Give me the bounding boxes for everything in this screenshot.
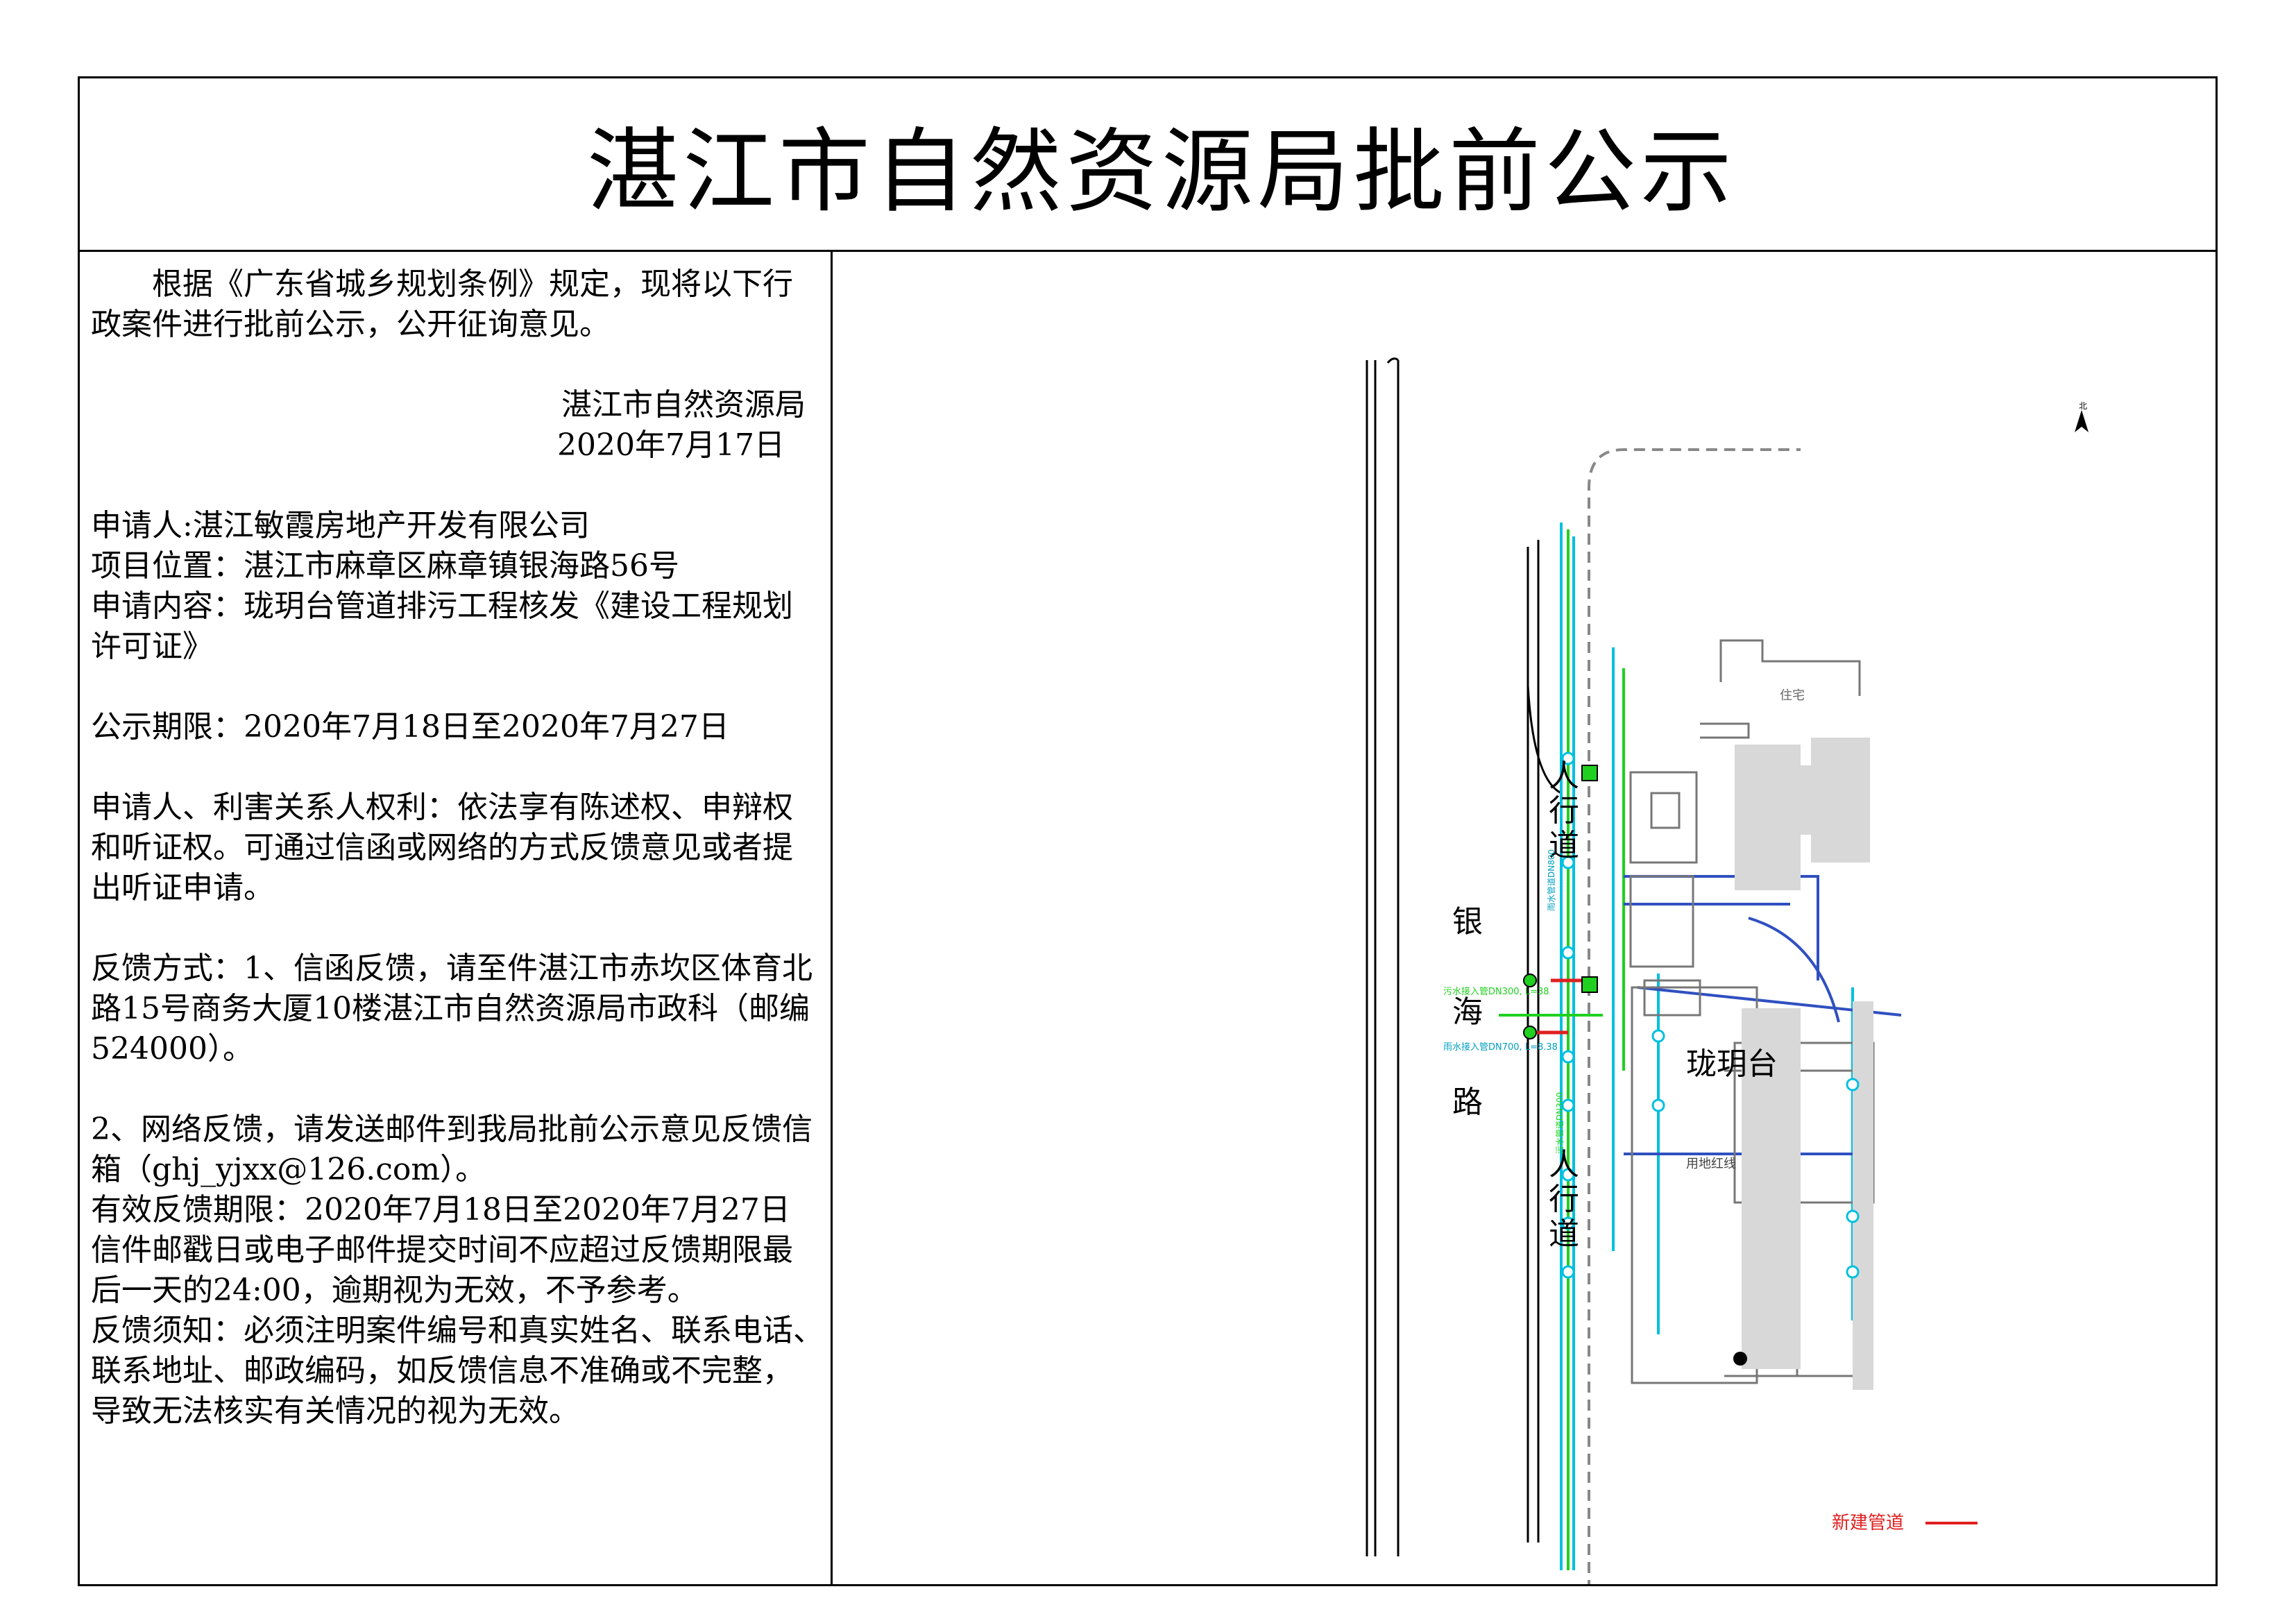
sidewalk-upper-char-3: 道 (1549, 828, 1579, 863)
sidewalk-upper-char-2: 行 (1549, 793, 1579, 829)
notice-frame: 湛江市自然资源局批前公示 根据《广东省城乡规划条例》规定，现将以下行 政案件进行… (78, 76, 2218, 1586)
stipple-areas (1735, 738, 1873, 1390)
pipe-label-2: 雨水接入管DN700, L=8.38 (1443, 1042, 1558, 1053)
valid-feedback-period: 有效反馈期限：2020年7月18日至2020年7月27日 (91, 1192, 790, 1227)
north-label: 北 (2079, 401, 2087, 411)
page-title: 湛江市自然资源局批前公示 (587, 119, 1736, 226)
sidewalk-upper-char-1: 人 (1549, 758, 1579, 794)
rights-line-1: 申请人、利害关系人权利：依法享有陈述权、申辩权 (91, 790, 793, 825)
manholes (1561, 751, 1860, 1279)
pipe-label-1: 污水接入管DN300, L=38 (1443, 986, 1549, 997)
road-name-char-2: 海 (1452, 994, 1483, 1030)
deadline-line-2: 后一天的24:00，逾期视为无效，不予参考。 (91, 1273, 698, 1308)
notes-line-3: 导致无法核实有关情况的视为无效。 (91, 1393, 579, 1429)
rights-line-2: 和听证权。可通过信函或网络的方式反馈意见或者提 (91, 830, 793, 865)
rights-line-3: 出听证申请。 (91, 870, 274, 906)
issue-date: 2020年7月17日 (557, 427, 785, 463)
pipe-label-vertical-2: 污水管道DN300 (1554, 1092, 1565, 1154)
legend: 新建管道 (1832, 1513, 1978, 1533)
outfall-marker (1733, 1352, 1747, 1366)
notes-line-1: 反馈须知：必须注明案件编号和真实姓名、联系电话、 (91, 1313, 824, 1348)
feedback-line-1: 反馈方式：1、信函反馈，请至件湛江市赤坎区体育北 (91, 951, 813, 986)
site-plan-drawing: 银 海 路 人 行 道 人 行 道 珑玥台 住宅 用地红线 污水接入管DN300… (1366, 357, 2089, 1584)
applicant: 申请人:湛江敏霞房地产开发有限公司 (91, 508, 590, 543)
application-content-1: 申请内容：珑玥台管道排污工程核发《建设工程规划 (91, 588, 793, 624)
project-name-label: 珑玥台 (1686, 1046, 1778, 1082)
residence-label: 住宅 (1780, 688, 1805, 703)
project-location: 项目位置：湛江市麻章区麻章镇银海路56号 (91, 548, 679, 584)
title-row: 湛江市自然资源局批前公示 (80, 78, 2216, 252)
dashed-boundary (1588, 448, 1801, 1584)
sewage-pipe-lines (1499, 529, 1625, 1570)
boundary-label: 用地红线 (1686, 1157, 1736, 1171)
feedback-line-2: 路15号商务大厦10楼湛江市自然资源局市政科（邮编 (91, 991, 810, 1026)
notes-line-2: 联系地址、邮政编码，如反馈信息不准确或不完整， (91, 1353, 793, 1388)
road-lines (1366, 357, 1562, 1556)
notice-text: 根据《广东省城乡规划条例》规定，现将以下行 政案件进行批前公示，公开征询意见。 … (91, 264, 826, 1431)
pipe-label-vertical-1: 雨水管道DN800 (1546, 849, 1556, 911)
road-name-char-1: 银 (1452, 904, 1483, 940)
feedback-line-3: 524000）。 (91, 1031, 253, 1067)
site-plan-map: 银 海 路 人 行 道 人 行 道 珑玥台 住宅 用地红线 污水接入管DN300… (833, 252, 2216, 1584)
online-feedback-2: 箱（ghj_yjxx@126.com）。 (91, 1152, 486, 1187)
sidewalk-lower-char-3: 道 (1549, 1216, 1579, 1252)
green-manholes (1523, 765, 1598, 1039)
issuer: 湛江市自然资源局 (561, 387, 806, 423)
application-content-2: 许可证》 (91, 629, 213, 664)
sidewalk-lower-char-2: 行 (1549, 1182, 1579, 1217)
intro-line-2: 政案件进行批前公示，公开征询意见。 (91, 307, 610, 342)
sidewalk-lower-char-1: 人 (1549, 1147, 1579, 1182)
deadline-line-1: 信件邮戳日或电子邮件提交时间不应超过反馈期限最 (91, 1232, 793, 1268)
online-feedback-1: 2、网络反馈，请发送邮件到我局批前公示意见反馈信 (91, 1112, 813, 1147)
notice-text-column: 根据《广东省城乡规划条例》规定，现将以下行 政案件进行批前公示，公开征询意见。 … (80, 252, 833, 1584)
publicity-period: 公示期限：2020年7月18日至2020年7月27日 (91, 709, 729, 745)
north-arrow-icon: 北 (2075, 401, 2089, 432)
legend-label: 新建管道 (1832, 1513, 1904, 1533)
intro-line-1: 根据《广东省城乡规划条例》规定，现将以下行 (152, 266, 793, 302)
road-name-char-3: 路 (1452, 1085, 1483, 1120)
